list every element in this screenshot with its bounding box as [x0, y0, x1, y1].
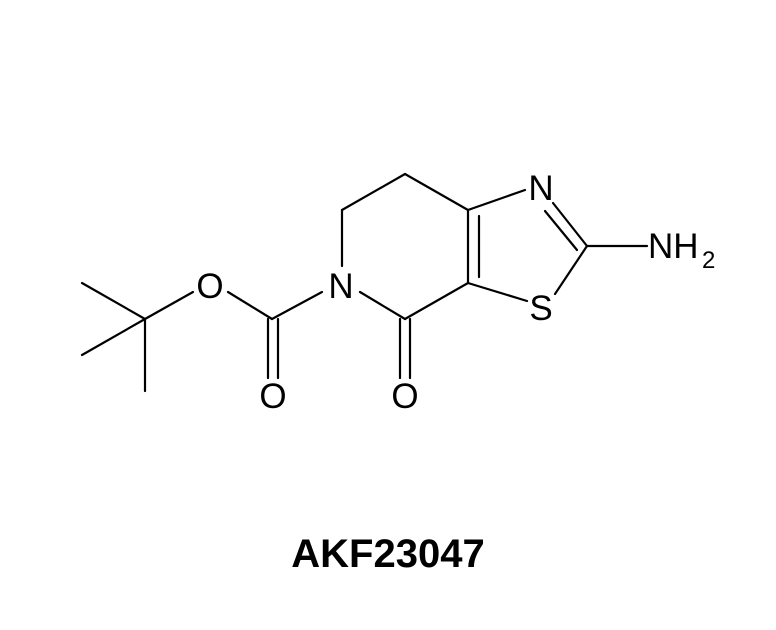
- atom-amine-subscript: 2: [702, 247, 715, 274]
- lactam-ring: [340, 172, 470, 380]
- bond-oxygen-carbonyl-carbon: [226, 290, 274, 321]
- atom-sulfur: S: [529, 289, 552, 328]
- atom-amine: NH: [648, 227, 699, 266]
- bond-carbonyl-c3a: [403, 281, 470, 321]
- bond-n-carbonyl: [358, 290, 407, 321]
- bond-carbonyl-carbon-nitrogen: [270, 290, 324, 321]
- tert-butyl-group: [80, 281, 195, 393]
- bond-c7a-n: [466, 188, 527, 212]
- atom-oxygen-ether: O: [196, 267, 223, 306]
- compound-id-label: AKF23047: [291, 532, 485, 576]
- thiazole-ring: [466, 188, 649, 303]
- bond-ch2-c7a: [403, 172, 470, 212]
- bond-ch2-ch2: [340, 172, 407, 212]
- atom-oxygen-lactam: O: [391, 377, 418, 416]
- bond-n-c2-b: [543, 209, 579, 252]
- bond-tbu-methyl-lower: [80, 317, 147, 357]
- bond-c3a-s: [466, 281, 529, 303]
- atom-oxygen-carbamate: O: [259, 377, 286, 416]
- bond-tbu-oxygen: [143, 290, 195, 321]
- bond-n-c2-a: [551, 201, 589, 248]
- bond-s-c2: [553, 244, 589, 296]
- carbamate-group: [226, 290, 324, 380]
- atom-nitrogen-thiazole: N: [528, 169, 553, 208]
- atom-nitrogen-ring: N: [328, 267, 353, 306]
- bond-tbu-methyl-upper: [80, 281, 147, 321]
